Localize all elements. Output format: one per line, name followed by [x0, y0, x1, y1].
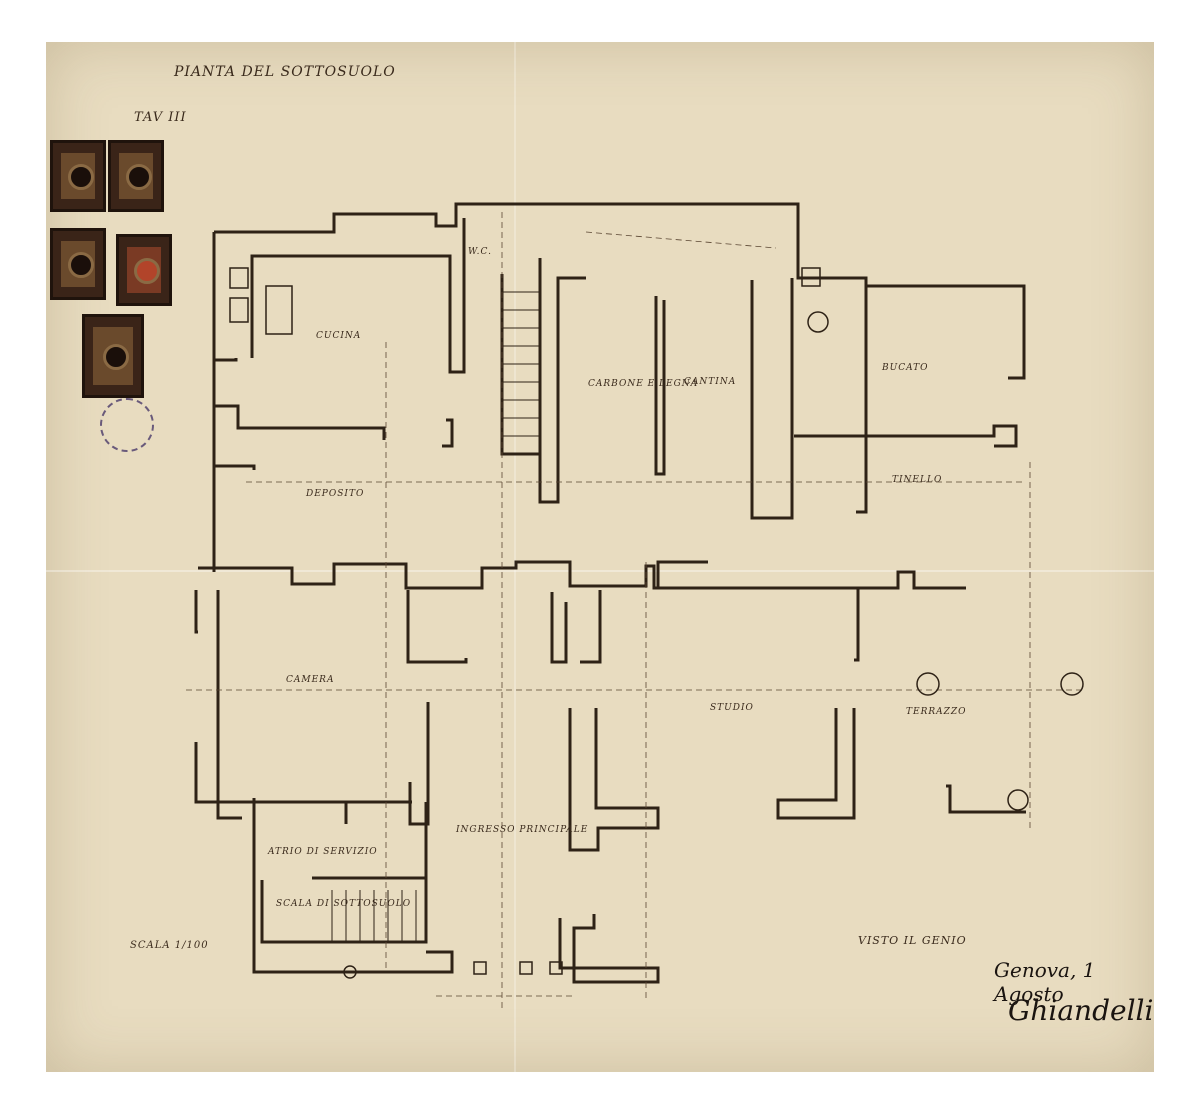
official-seal: [100, 398, 154, 452]
revenue-stamp: [116, 234, 172, 306]
room-label-carbone: CARBONE E LEGNA: [588, 379, 698, 389]
fold-line-vertical: [514, 42, 516, 1072]
scale-note: SCALA 1/100: [130, 940, 209, 951]
visto-label: VISTO IL GENIO: [858, 934, 967, 947]
room-label-wc: W.C.: [468, 247, 492, 257]
signature-place-date: Genova, 1 Agosto: [994, 958, 1096, 1006]
room-label-cucina: CUCINA: [316, 331, 361, 341]
revenue-stamp: [108, 140, 164, 212]
room-label-studio: STUDIO: [710, 703, 754, 713]
room-label-atrio: ATRIO DI SERVIZIO: [267, 847, 378, 857]
table-reference: TAV III: [134, 110, 187, 125]
room-label-terrazzo: TERRAZZO: [906, 707, 967, 717]
revenue-stamp: [82, 314, 144, 398]
plan-walls: [194, 202, 1026, 984]
room-label-tinello: TINELLO: [892, 475, 942, 485]
revenue-stamp: [50, 140, 106, 212]
blueprint-sheet: PIANTA DEL SOTTOSUOLO TAV III: [46, 42, 1154, 1072]
floor-plan-drawing: CUCINA CARBONE E LEGNA CANTINA BUCATO TI…: [186, 202, 1086, 1012]
room-label-bucato: BUCATO: [881, 363, 928, 373]
room-label-ingresso: INGRESSO PRINCIPALE: [455, 825, 588, 835]
dimension-lines: [186, 212, 1086, 1012]
drawing-title: PIANTA DEL SOTTOSUOLO: [174, 64, 396, 80]
room-label-camera: CAMERA: [286, 675, 334, 685]
room-label-deposito: DEPOSITO: [305, 489, 364, 499]
stair-steps: [331, 291, 540, 942]
fixtures: [229, 267, 1084, 979]
room-label-cantina: CANTINA: [684, 377, 736, 387]
revenue-stamp: [50, 228, 106, 300]
fold-line-horizontal: [46, 570, 1154, 572]
signature-name: Ghiandelli: [1008, 994, 1154, 1027]
room-label-scala: SCALA DI SOTTOSUOLO: [276, 899, 411, 909]
